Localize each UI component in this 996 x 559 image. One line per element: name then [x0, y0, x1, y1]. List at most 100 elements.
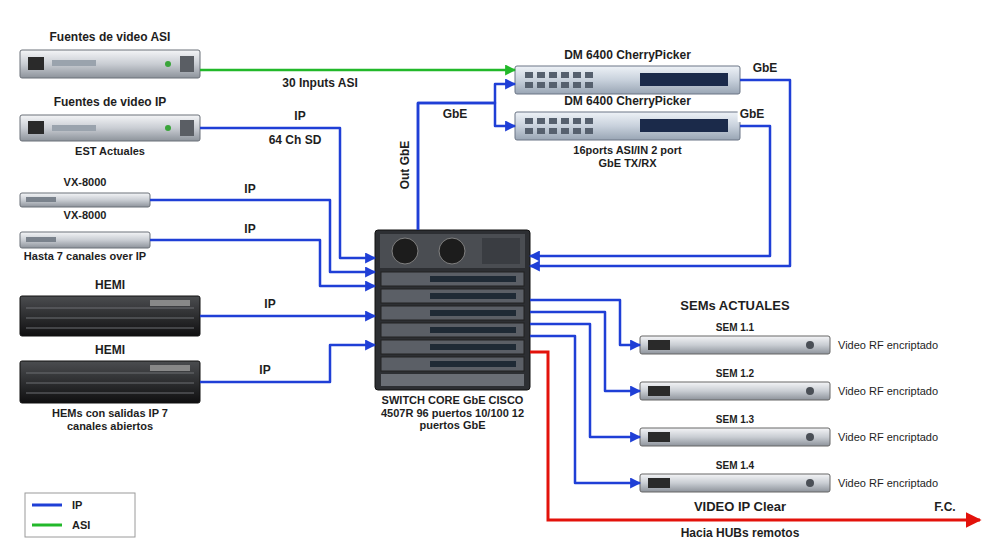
- cherrypicker-device: [549, 82, 557, 88]
- device-note: HEMs con salidas IP 7 canales abiertos: [40, 407, 180, 432]
- asi-source-device: [165, 61, 171, 67]
- cherrypicker-device: [515, 112, 740, 140]
- cherrypicker-device: [561, 82, 569, 88]
- ip-link: [530, 80, 790, 266]
- ip-source: Fuentes de video IPEST Actuales: [20, 115, 200, 141]
- ip-source-device: [28, 121, 44, 134]
- ip-source-device: [20, 115, 200, 141]
- hemi-server: [20, 296, 200, 336]
- ip-link: [200, 315, 375, 318]
- over-ip-device: [26, 237, 56, 242]
- cherrypicker-device: [525, 82, 533, 88]
- ip-link: [530, 126, 770, 256]
- hemi-server: [150, 300, 190, 306]
- link-label: IP: [262, 298, 277, 312]
- link-label: GbE: [751, 62, 780, 76]
- ip-source-device: [20, 115, 200, 141]
- cherrypicker-device: [537, 118, 545, 124]
- sem-device: [640, 336, 830, 354]
- core-switch-chassis: [381, 340, 524, 354]
- hemi-server: [26, 318, 194, 319]
- core-switch-chassis: [392, 238, 418, 264]
- ip-link: [150, 240, 375, 286]
- link-label: 30 Inputs ASI: [280, 77, 360, 91]
- legend-box: [25, 493, 135, 537]
- sem-device: [806, 341, 814, 349]
- core-switch-chassis: [381, 357, 524, 371]
- core-switch-chassis: [439, 238, 465, 264]
- sem-device: [648, 432, 670, 442]
- core-switch-chassis: [381, 272, 524, 286]
- device-note: VX-8000: [64, 209, 107, 222]
- note-label: 64 Ch SD: [267, 134, 324, 148]
- hemi-server: HEMI: [20, 296, 200, 336]
- ip-link: [530, 324, 640, 437]
- link-label: IP: [242, 183, 257, 197]
- note-label: F.C.: [932, 501, 957, 515]
- core-switch-chassis: [430, 361, 516, 367]
- cherrypicker-device: [561, 118, 569, 124]
- asi-source-device: [20, 50, 200, 78]
- link-label: Out GbE: [399, 139, 413, 192]
- sem-box: SEM 1.3: [640, 428, 830, 446]
- device-name: SEM 1.2: [716, 368, 754, 380]
- hemi-server: [26, 373, 194, 374]
- hemi-server: HEMIHEMs con salidas IP 7 canales abiert…: [20, 361, 200, 403]
- sem-device: [648, 340, 670, 350]
- cherrypicker-device: [561, 128, 569, 134]
- device-name: HEMI: [95, 279, 125, 293]
- device-name: SEM 1.3: [716, 414, 754, 426]
- hemi-server: [20, 361, 200, 403]
- hemi-server: [26, 308, 194, 309]
- note-label: SEMs ACTUALES: [678, 299, 791, 314]
- device-note: EST Actuales: [75, 145, 145, 158]
- sem-box: SEM 1.4: [640, 474, 830, 492]
- core-switch-chassis: [381, 374, 524, 386]
- core-switch-chassis: [482, 238, 520, 264]
- core-switch-chassis: [381, 289, 524, 303]
- vx-encoder-device: [26, 197, 56, 202]
- core-switch-chassis: [430, 310, 516, 316]
- cherrypicker-device: [537, 128, 545, 134]
- hemi-server: [26, 383, 194, 384]
- core-switch-chassis: [381, 323, 524, 337]
- core-switch-chassis: [430, 276, 516, 282]
- sem-device: [806, 433, 814, 441]
- device-name: VX-8000: [64, 176, 107, 189]
- cherrypicker-device: [525, 128, 533, 134]
- core-switch-chassis: [375, 230, 530, 390]
- vx-encoder-device: [20, 193, 150, 207]
- ip-link: [418, 84, 515, 230]
- device-name: SEM 1.4: [716, 460, 754, 472]
- ip-link: [530, 300, 640, 345]
- link-label: IP: [292, 110, 307, 124]
- sem-box: SEM 1.2: [640, 382, 830, 400]
- cherrypicker-device: [640, 73, 728, 86]
- device-name: DM 6400 CherryPicker: [564, 95, 691, 109]
- core-switch-chassis: [430, 327, 516, 333]
- cherrypicker-device: [585, 128, 593, 134]
- sem-device: [640, 474, 830, 492]
- cherrypicker-device: [549, 128, 557, 134]
- hemi-server: [150, 365, 190, 371]
- cherrypicker-device: [585, 118, 593, 124]
- encoder-box: Hasta 7 canales over IP: [20, 232, 150, 248]
- cherrypicker-device: [561, 72, 569, 78]
- asi-source-device: [52, 60, 96, 66]
- asi-source-device: [20, 50, 200, 78]
- cherrypicker-device: [525, 72, 533, 78]
- ip-link: [530, 336, 640, 483]
- cherrypicker-device: [585, 82, 593, 88]
- sem-device: [806, 387, 814, 395]
- ip-link: [418, 103, 515, 230]
- device-name: DM 6400 CherryPicker: [564, 49, 691, 63]
- cherrypicker-device: [640, 119, 728, 132]
- cherrypicker-device: [573, 128, 581, 134]
- device-name: SEM 1.1: [716, 322, 754, 334]
- device-name: Hasta 7 canales over IP: [24, 250, 146, 263]
- asi-link: [200, 69, 515, 72]
- sem-device: [648, 386, 670, 396]
